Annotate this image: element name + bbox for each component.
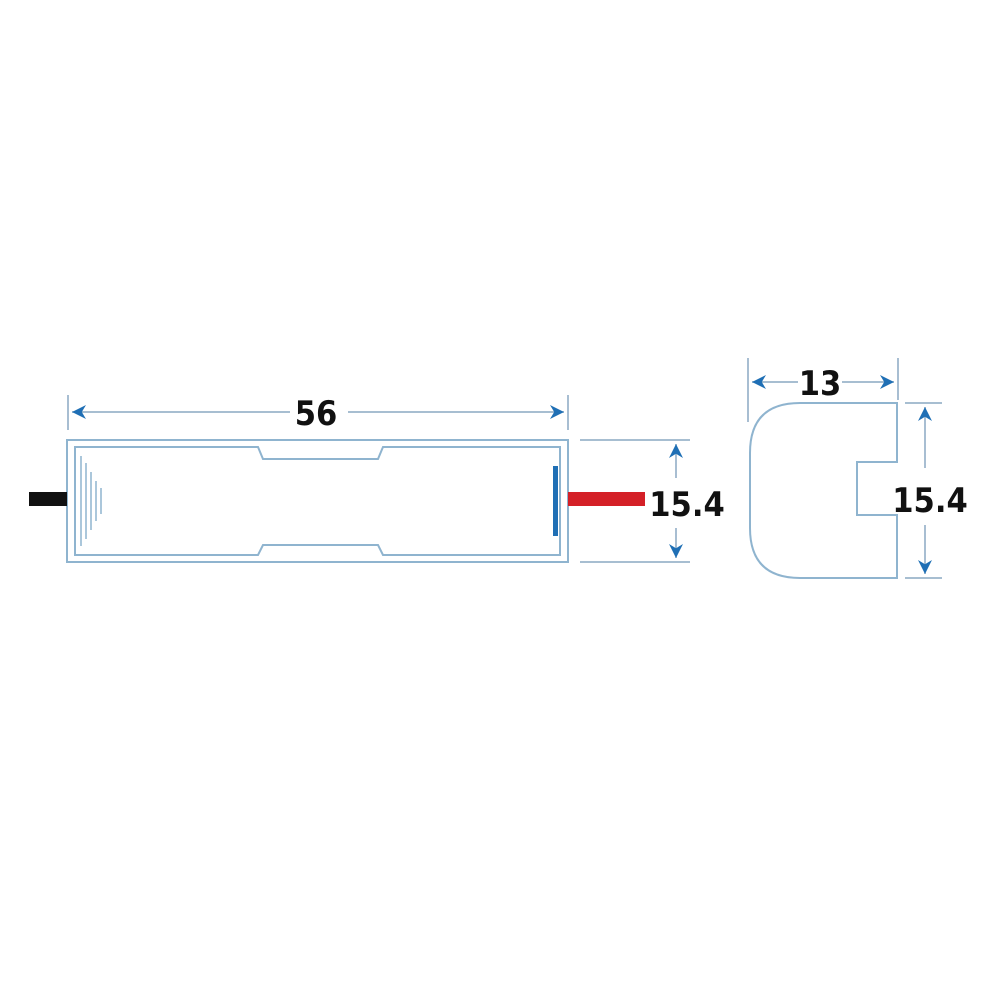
side-profile-outline bbox=[749, 402, 898, 579]
holder-side-view bbox=[749, 402, 898, 579]
positive-contact-plate bbox=[553, 466, 558, 536]
holder-front-view bbox=[29, 439, 645, 563]
spring-contact-icon bbox=[80, 456, 102, 546]
holder-inner-outline bbox=[74, 446, 561, 556]
side-height-label: 15.4 bbox=[892, 481, 967, 521]
front-height-dimension: 15.4 bbox=[580, 439, 725, 563]
front-height-label: 15.4 bbox=[649, 485, 724, 525]
positive-wire-red bbox=[568, 492, 645, 506]
negative-wire-black bbox=[29, 492, 67, 506]
length-dimension: 56 bbox=[67, 394, 569, 434]
side-height-dimension: 15.4 bbox=[892, 402, 968, 579]
side-width-dimension: 13 bbox=[747, 358, 899, 422]
side-width-label: 13 bbox=[799, 364, 842, 404]
length-label: 56 bbox=[295, 394, 338, 434]
